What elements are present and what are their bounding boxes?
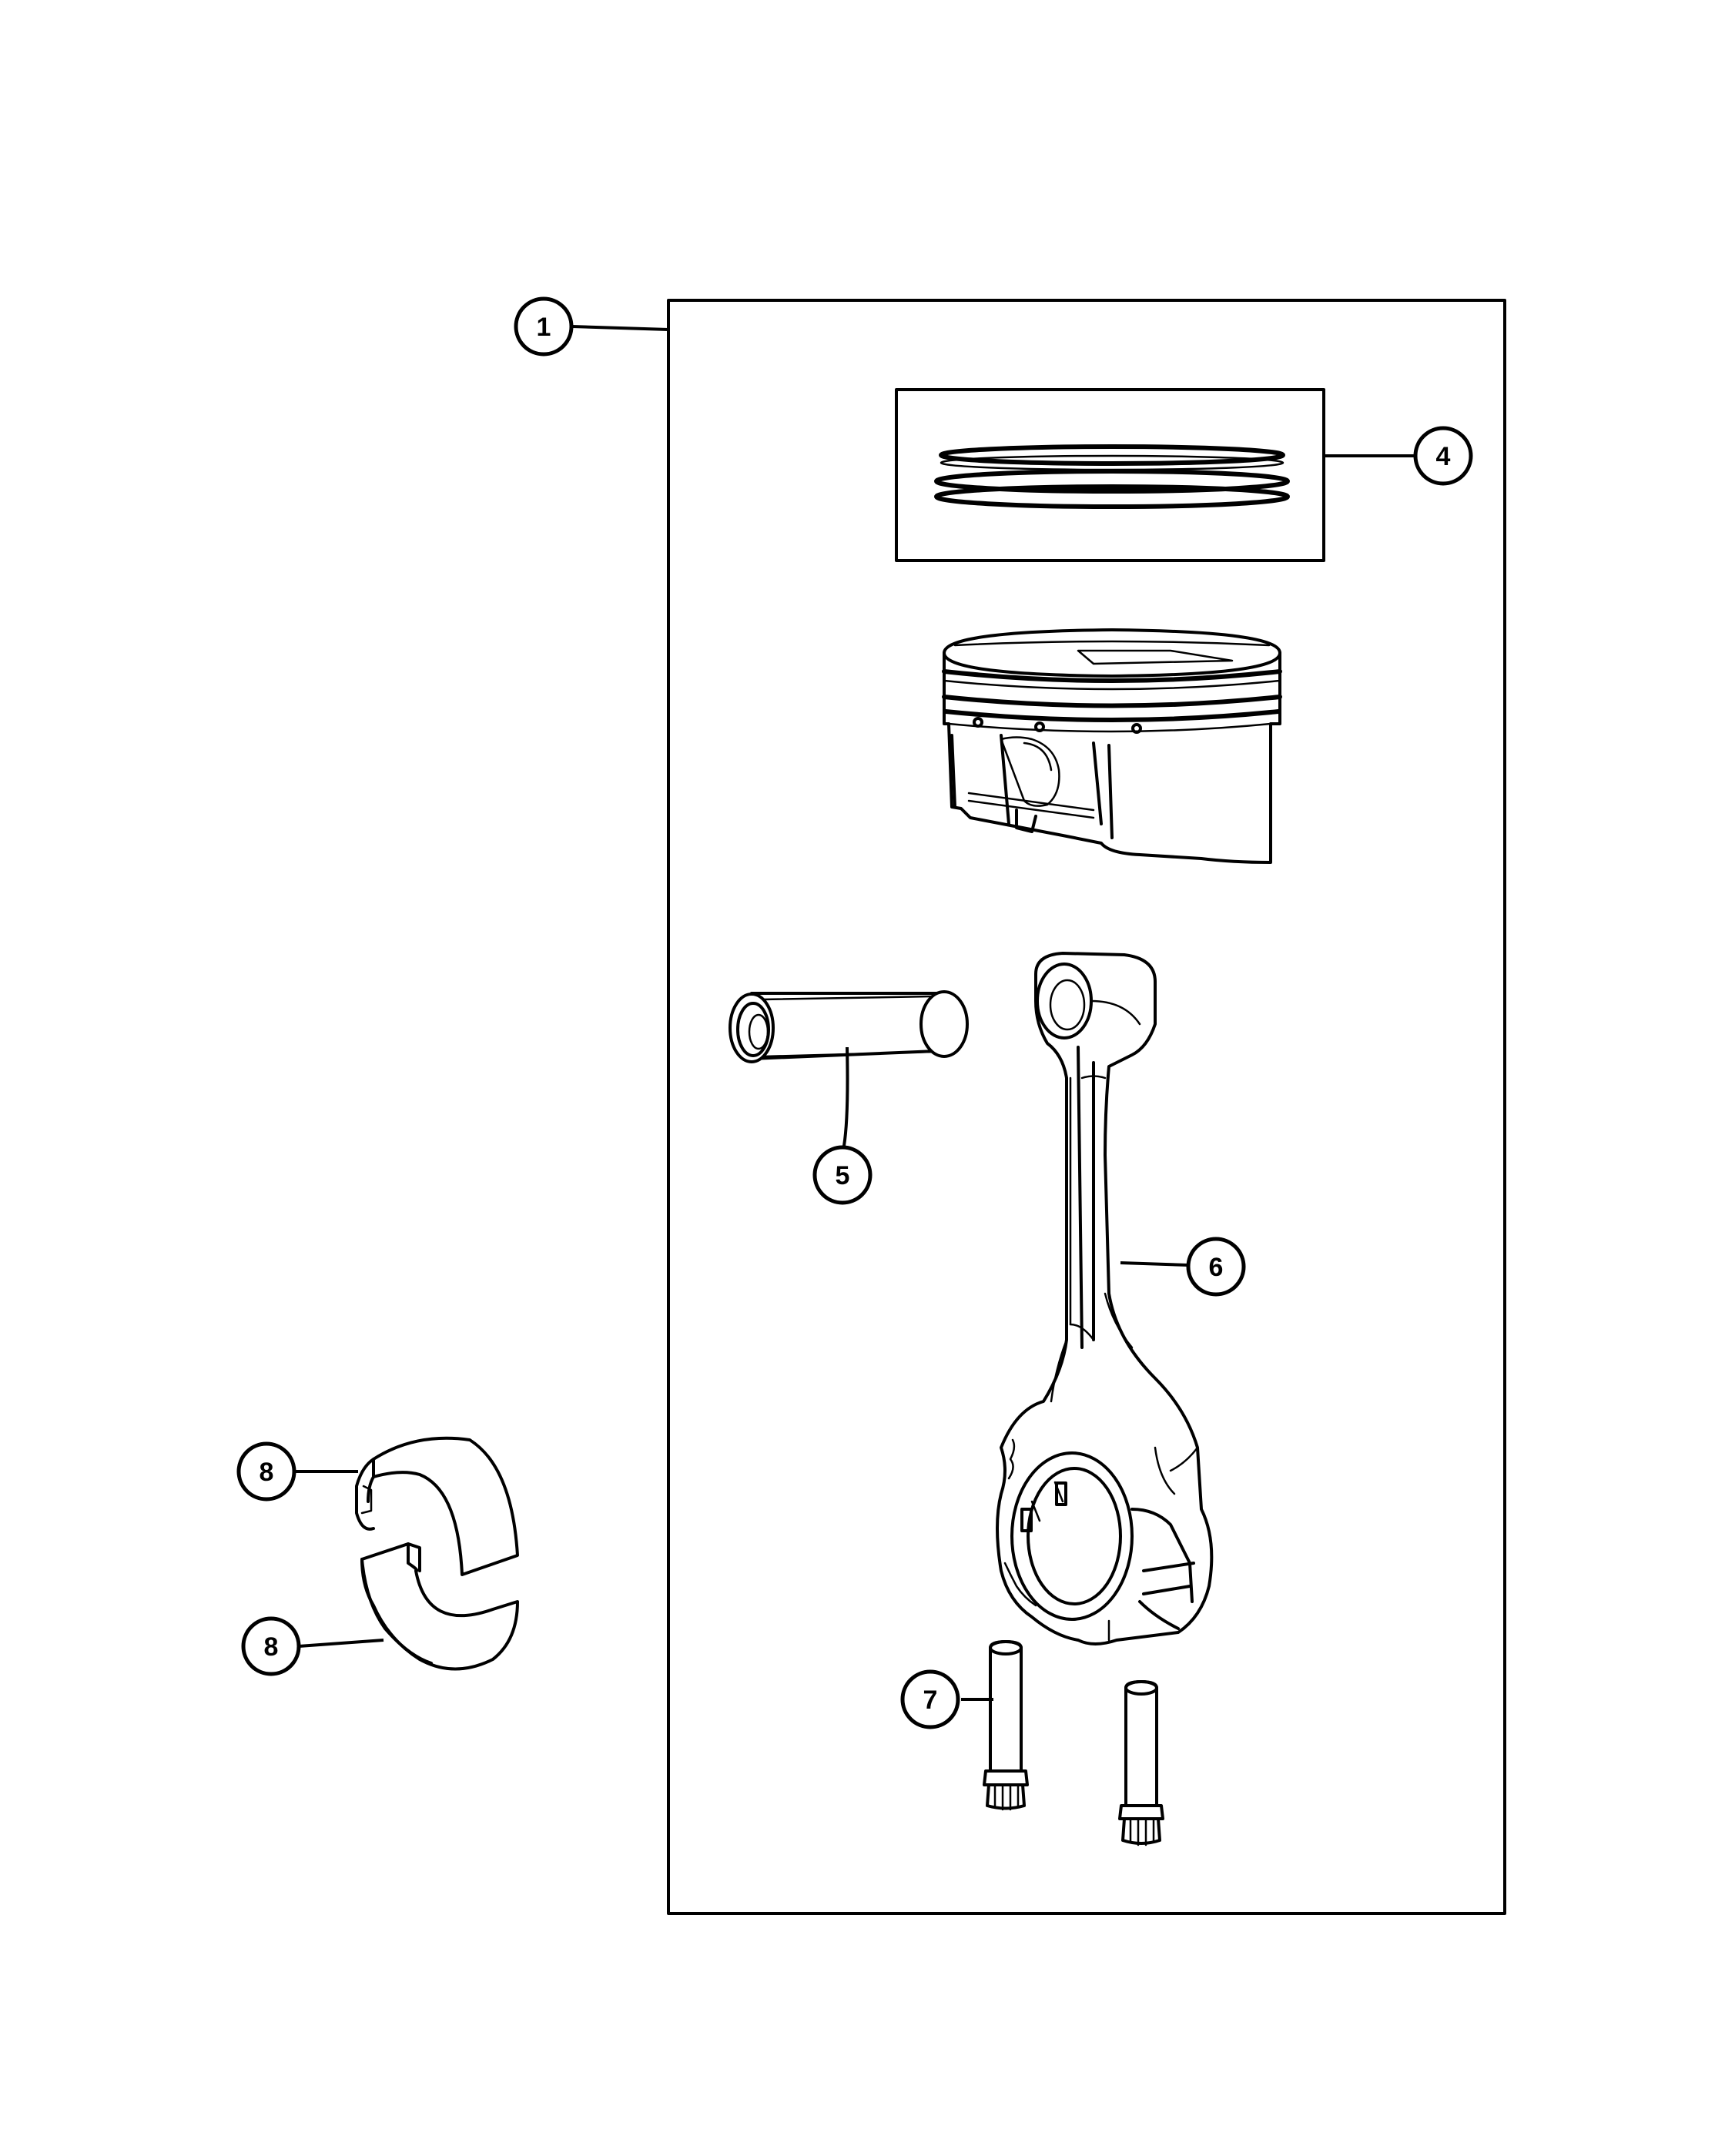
piston <box>942 628 1282 864</box>
callout-1: 1 <box>514 296 574 357</box>
leader-6 <box>1120 1261 1189 1267</box>
callout-4-label: 4 <box>1436 442 1451 471</box>
leader-5 <box>842 1046 849 1147</box>
connecting-rod <box>996 952 1214 1645</box>
callout-7-label: 7 <box>923 1686 938 1715</box>
piston-rings-box <box>895 388 1325 562</box>
rod-bearing-upper <box>355 1436 519 1576</box>
rod-bearing-lower <box>360 1542 519 1671</box>
callout-8a-label: 8 <box>260 1458 274 1487</box>
callout-7: 7 <box>900 1669 960 1729</box>
rod-bolt-right <box>1118 1680 1164 1846</box>
callout-6: 6 <box>1186 1237 1246 1297</box>
leader-1 <box>571 325 669 331</box>
leader-8b <box>298 1639 384 1648</box>
callout-4: 4 <box>1413 426 1473 486</box>
callout-8b: 8 <box>241 1616 301 1676</box>
callout-8b-label: 8 <box>264 1632 279 1662</box>
callout-6-label: 6 <box>1209 1253 1224 1282</box>
piston-assembly-frame <box>667 299 1506 1915</box>
callout-5-label: 5 <box>836 1161 850 1190</box>
connecting-rod-bolts <box>983 1640 1164 1846</box>
leader-lines <box>295 325 1415 1701</box>
callout-5: 5 <box>812 1145 873 1205</box>
callout-8a: 8 <box>236 1441 296 1502</box>
piston-rings <box>895 388 1325 562</box>
piston-pin <box>729 990 969 1063</box>
callout-1-label: 1 <box>537 313 551 342</box>
rod-bolt-left <box>983 1640 1029 1811</box>
